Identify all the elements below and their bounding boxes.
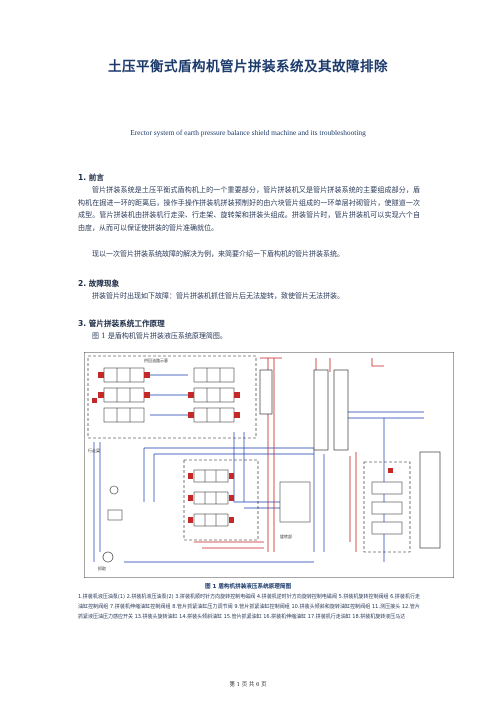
grab-label: 抓取: [98, 565, 106, 571]
upper-valve-stack: [103, 367, 235, 423]
walk-beam-unit: 行走梁 抓取: [88, 447, 123, 571]
document-subtitle: Erector system of earth pressure balance…: [130, 128, 366, 137]
red-markers-lower: [188, 473, 234, 523]
hydraulic-cylinders: [259, 369, 441, 549]
page-footer: 第 1 页 共 6 页: [229, 682, 267, 688]
blue-hydraulic-lines: [93, 374, 424, 563]
rotate-unit-label: 旋转部: [280, 533, 292, 539]
paragraph-principle: 图 1 是盾构机管片拼装液压系统原理简图。: [92, 332, 227, 340]
top-label: 供回油路示意: [144, 357, 168, 363]
red-solenoid-markers: [92, 372, 240, 418]
figure-caption: 图 1 盾构机拼装液压系统原理简图: [204, 584, 292, 590]
section-heading-intro: 1. 前言: [78, 173, 104, 182]
paragraph-intro-2: 现以一次管片拼装系统故障的解决为例，来简要介绍一下盾构机的管片拼装系统。: [92, 250, 344, 258]
figure-legend: 1.拼装机液压油泵(1) 2.拼装机液压油泵(2) 3.拼装机顺时针方向旋转控制…: [78, 594, 420, 620]
valve-block-right: [363, 461, 411, 553]
section-heading-principle: 3. 管片拼装系统工作原理: [78, 319, 165, 328]
valve-block-lower: [183, 459, 259, 541]
document-title: 土压平衡式盾构机管片拼装系统及其故障排除: [108, 59, 388, 75]
right-valve-stack: [371, 481, 403, 535]
walk-beam-label: 行走梁: [88, 447, 100, 453]
section-heading-fault: 2. 故障现象: [78, 279, 120, 288]
lower-valve-stack: [193, 469, 311, 527]
hydraulic-schematic: 供回油路示意: [84, 352, 454, 578]
paragraph-intro-1: 管片拼装系统是土压平衡式盾构机上的一个重要部分，管片拼装机又是管片拼装系统的主要…: [78, 186, 420, 232]
paragraph-fault: 拼装管片时出现如下故障：管片拼装机抓住管片后无法旋转，致使管片无法拼装。: [92, 292, 344, 300]
